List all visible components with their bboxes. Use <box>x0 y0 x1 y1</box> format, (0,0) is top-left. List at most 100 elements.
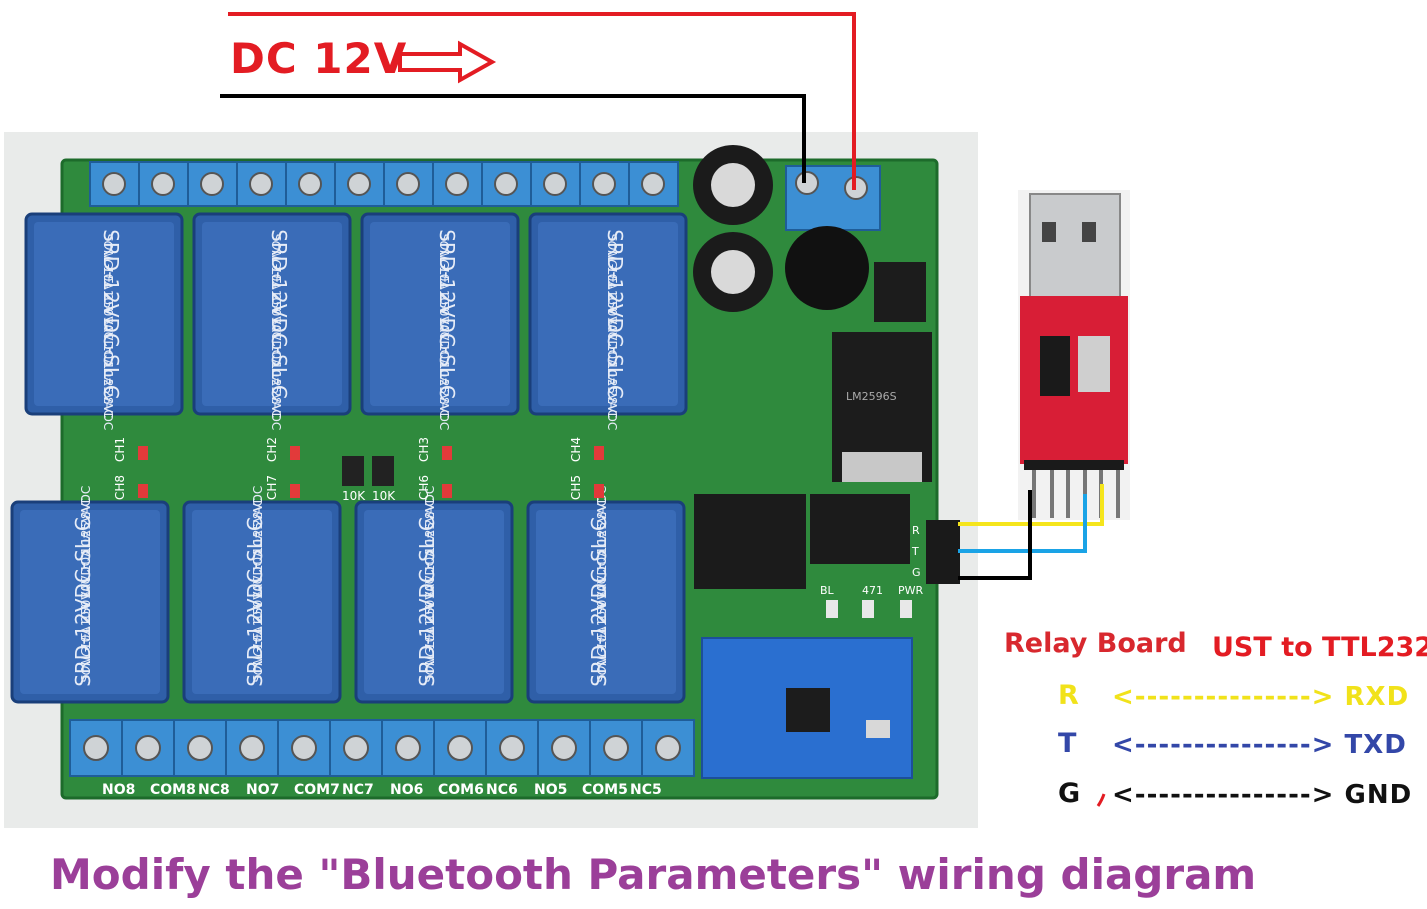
relay-rating: 10A 250VAC 10A 125VAC <box>101 266 115 418</box>
top-terminal-blocks <box>89 161 679 207</box>
legend-arrow: <---------------> <box>1112 682 1335 712</box>
relay-model: SRD-12VDC-SL-C <box>99 229 123 399</box>
diagram-caption: Modify the "Bluetooth Parameters" wiring… <box>50 850 1257 899</box>
legend-arrow: <---------------> <box>1112 730 1335 760</box>
terminal-label: NO6 <box>390 782 423 798</box>
svg-text:G: G <box>912 566 921 579</box>
relay-rating: 10A 250VAC 10A 125VAC <box>437 266 451 418</box>
svg-text:BL: BL <box>820 584 835 597</box>
voltage-regulator: LM2596S <box>832 262 932 482</box>
red-power-wire <box>228 12 856 190</box>
legend-target-gnd: GND <box>1344 780 1413 810</box>
terminal-screw <box>628 161 679 207</box>
bottom-terminal-blocks <box>69 719 695 777</box>
serial-wires <box>958 484 1104 580</box>
black-g-wire <box>958 490 1032 580</box>
terminal-label: COM8 <box>150 782 196 798</box>
legend-pin-g: G <box>1058 778 1081 809</box>
relay-rating: 10A 250VAC 10A 125VAC <box>605 266 619 418</box>
svg-text:10K: 10K <box>372 489 396 503</box>
blue-t-wire <box>958 494 1087 553</box>
relay-brand: SONGLE <box>605 233 619 283</box>
terminal-label: NC8 <box>198 782 230 798</box>
relay-model: SRD-12VDC-SL-C <box>415 517 439 687</box>
terminal-label: NC6 <box>486 782 518 798</box>
legend-arrow: <---------------> <box>1112 780 1335 810</box>
legend-target-rxd: RXD <box>1344 682 1410 712</box>
svg-text:471: 471 <box>862 584 883 597</box>
legend-pin-t: T <box>1058 728 1077 759</box>
relay-model: SRD-12VDC-SL-C <box>603 229 627 399</box>
relay-model: SRD-12VDC-SL-C <box>587 517 611 687</box>
driver-chips: 10K 10K <box>342 456 910 589</box>
relay-model: SRD-12VDC-SL-C <box>243 517 267 687</box>
channel-label: CH8 <box>113 475 127 500</box>
relay-model: SRD-12VDC-SL-C <box>435 229 459 399</box>
svg-text:10K: 10K <box>342 489 366 503</box>
legend-row-r: <---------------> RXD <box>1112 682 1409 712</box>
relay-rating: 10A 250VAC 10A 125VAC <box>79 498 93 650</box>
channel-label: CH1 <box>113 437 127 462</box>
svg-text:LM2596S: LM2596S <box>846 390 897 403</box>
legend-row-t: <---------------> TXD <box>1112 730 1407 760</box>
relay-brand: SONGLE <box>79 633 93 683</box>
terminal-label: NC5 <box>630 782 662 798</box>
svg-text:PWR: PWR <box>898 584 924 597</box>
yellow-r-wire <box>958 484 1104 526</box>
bluetooth-module <box>701 637 913 779</box>
power-label: DC 12V <box>230 34 408 83</box>
legend-target-txd: TXD <box>1344 730 1407 760</box>
channel-label: CH7 <box>265 475 279 500</box>
channel-label: CH2 <box>265 437 279 462</box>
relay-rating: 10A 30VDC 10A 28VDC <box>101 290 115 431</box>
relay-rating: 10A 250VAC 10A 125VAC <box>595 498 609 650</box>
capacitors <box>693 145 869 312</box>
relay-model: SRD-12VDC-SL-C <box>267 229 291 399</box>
terminal-label: NO8 <box>102 782 135 798</box>
legend-pin-r: R <box>1058 680 1079 711</box>
dc-direction-arrow <box>398 40 497 84</box>
terminal-label: COM7 <box>294 782 340 798</box>
power-wires <box>220 12 856 190</box>
channel-label: CH4 <box>569 437 583 462</box>
relay-brand: SONGLE <box>437 233 451 283</box>
relay-rating: 10A 30VDC 10A 28VDC <box>79 486 93 627</box>
relay-rating: 10A 30VDC 10A 28VDC <box>251 486 265 627</box>
relay-rating: 10A 30VDC 10A 28VDC <box>423 486 437 627</box>
relay-rating: 10A 30VDC 10A 28VDC <box>605 290 619 431</box>
relay-rating: 10A 30VDC 10A 28VDC <box>595 486 609 627</box>
terminal-label: NO5 <box>534 782 567 798</box>
status-leds: BL 471 PWR <box>820 584 924 618</box>
relay-brand: SONGLE <box>251 633 265 683</box>
svg-text:R: R <box>912 524 920 537</box>
channel-label: CH6 <box>417 475 431 500</box>
relay-brand: SONGLE <box>269 233 283 283</box>
channel-label: CH5 <box>569 475 583 500</box>
black-power-wire <box>220 94 806 183</box>
relay-rating: 10A 250VAC 10A 125VAC <box>269 266 283 418</box>
terminal-label: COM5 <box>582 782 628 798</box>
relay-rating: 10A 250VAC 10A 125VAC <box>251 498 265 650</box>
relay-brand: SONGLE <box>101 233 115 283</box>
legend-row-g: <---------------> GND <box>1112 780 1412 810</box>
terminal-label: NC7 <box>342 782 374 798</box>
terminal-label: COM6 <box>438 782 484 798</box>
relay-brand: SONGLE <box>595 633 609 683</box>
relay-model: SRD-12VDC-SL-C <box>71 517 95 687</box>
usb-ttl-adapter <box>1018 190 1130 520</box>
ttl-adapter-title: UST to TTL232 <box>1212 632 1427 663</box>
relay-brand: SONGLE <box>423 633 437 683</box>
relay-rating: 10A 30VDC 10A 28VDC <box>269 290 283 431</box>
relay-rating: 10A 30VDC 10A 28VDC <box>437 290 451 431</box>
